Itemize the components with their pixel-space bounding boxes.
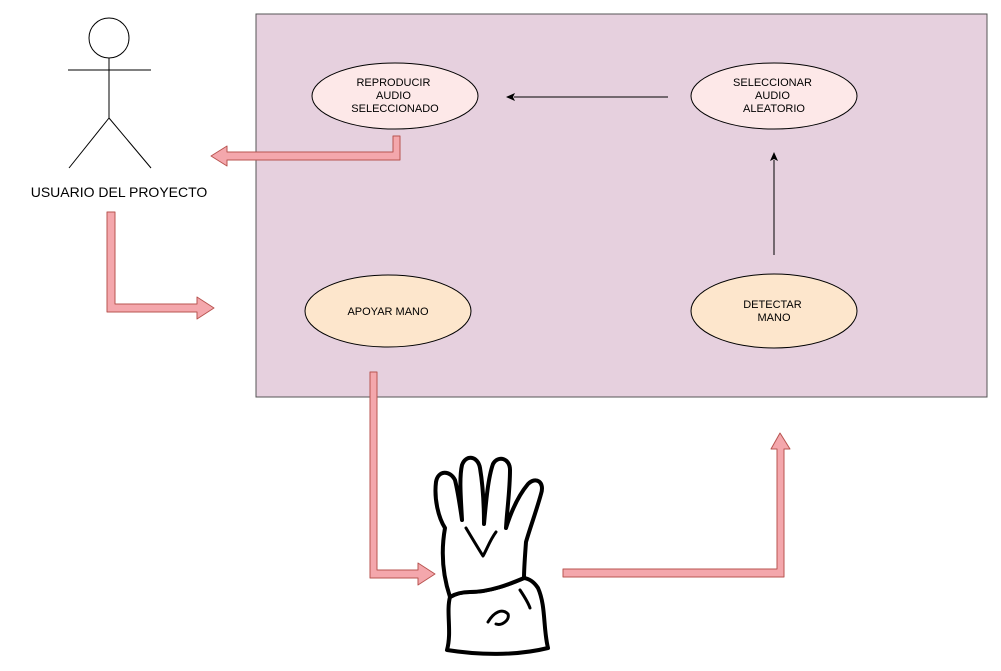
use-case-label-line: REPRODUCIR [356, 77, 430, 89]
flow-arrow-apoyar-to-hand [369, 371, 436, 586]
use-case-seleccionar-audio[interactable]: SELECCIONAR AUDIO ALEATORIO [690, 62, 858, 130]
use-case-label-line: APOYAR MANO [347, 306, 429, 318]
hand-glove-icon [433, 455, 550, 656]
actor-label: USUARIO DEL PROYECTO [31, 184, 208, 200]
thin-arrow-detectar-to-seleccionar [770, 152, 778, 255]
use-case-apoyar-mano[interactable]: APOYAR MANO [304, 274, 472, 348]
use-case-detectar-mano[interactable]: DETECTAR MANO [690, 273, 858, 349]
svg-text:APOYAR MANO: APOYAR MANO [347, 306, 429, 318]
use-case-label-line: AUDIO [376, 90, 411, 102]
use-case-label-line: SELECCIONAR [733, 77, 812, 89]
actor-stick-figure-icon [68, 17, 152, 169]
thin-arrow-seleccionar-to-reproducir [506, 93, 668, 101]
flow-arrow-actor-to-system [106, 211, 215, 320]
use-case-reproducir-audio[interactable]: REPRODUCIR AUDIO SELECCIONADO [311, 62, 479, 130]
use-case-label-line: MANO [758, 312, 791, 324]
flow-arrow-reproducir-to-actor [210, 135, 401, 167]
svg-text:SELECCIONAR AUDIO: SELECCIONAR AUDIO ALEATORIO [733, 77, 815, 115]
use-case-label-line: ALEATORIO [743, 103, 805, 115]
svg-text:DETECTAR MANO: DETECTAR MANO [743, 299, 805, 324]
svg-text:REPRODUCIR AUDIO: REPRODUCIR AUDIO SELECCIONADO [351, 77, 439, 115]
use-case-label-line: DETECTAR [743, 299, 802, 311]
use-case-label-line: SELECCIONADO [351, 103, 439, 115]
flow-arrow-hand-to-detectar [562, 432, 791, 578]
use-case-label-line: AUDIO [755, 90, 790, 102]
